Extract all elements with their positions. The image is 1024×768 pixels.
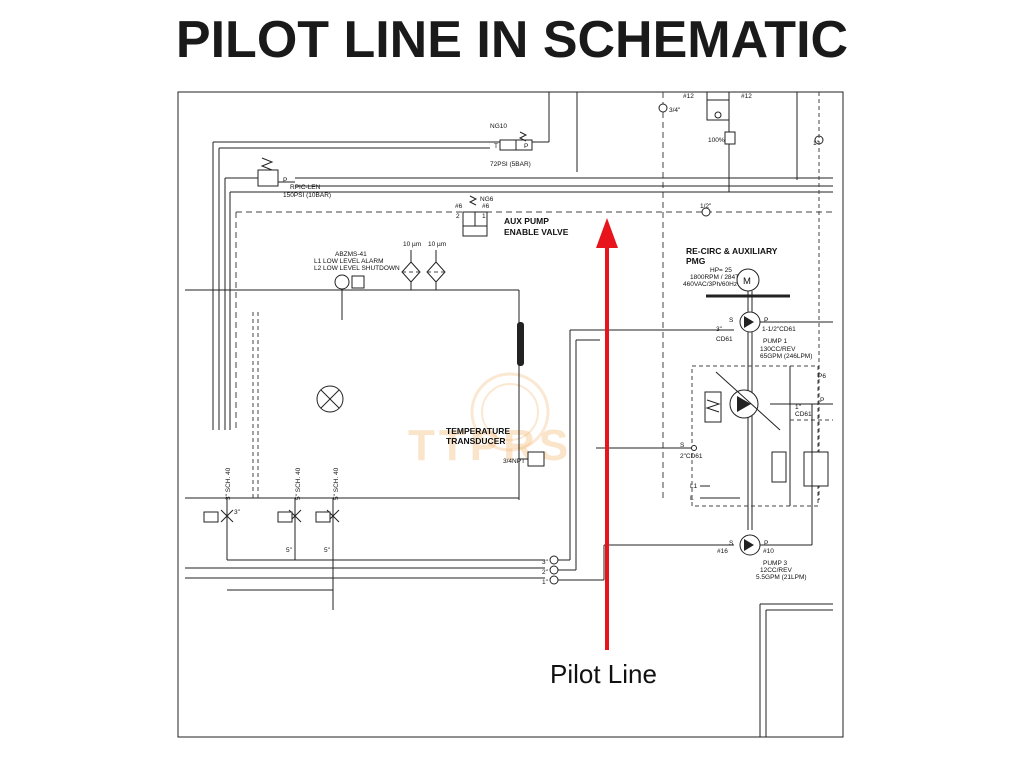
level-switch-group: ABZMS-41 L1 LOW LEVEL ALARM L2 LOW LEVEL… [314, 251, 400, 320]
reservoir-tank: TEMPERATURE TRANSDUCER 3/4NPT [185, 289, 545, 500]
temperature-label: TEMPERATURE [446, 426, 510, 436]
pump3-label: PUMP 3 [763, 560, 787, 567]
horizontal-headers [212, 141, 833, 430]
aux-pump-label: AUX PUMP [504, 216, 549, 226]
l-port: L [690, 495, 694, 502]
l2-shutdown-label: L2 LOW LEVEL SHUTDOWN [314, 265, 400, 272]
p6-port: P6 [818, 373, 826, 380]
mid-cd61: 2"CD61 [680, 453, 703, 460]
filter-group: 10 µm 10 µm [401, 241, 446, 290]
motor-symbol: M [743, 276, 751, 287]
ng6-port-2: 2 [456, 213, 460, 220]
ng10-label: NG10 [490, 123, 507, 130]
motor-hp: HP= 25 [710, 267, 732, 274]
ng10-relief-valve: NG10 T P 72PSI (5BAR) [490, 123, 533, 168]
ng6-port-a: #6 [455, 203, 463, 210]
page-title: PILOT LINE IN SCHEMATIC [175, 11, 849, 69]
rpic-p-port: P [283, 177, 287, 184]
five-inch-label-b: 5" [324, 547, 331, 554]
lower-right-enclosure [759, 603, 833, 737]
one-inch-callout: 1" [813, 140, 820, 147]
hundred-percent-label: 100% [708, 137, 725, 144]
cd61-right: CD61 [795, 411, 812, 418]
rpic-relief-valve: P RPIC-LEN 150PSI (10BAR) [253, 157, 331, 199]
ng10-t-port: T [494, 143, 498, 150]
pilot-line-label: Pilot Line [550, 659, 657, 689]
ng6-port-1: 1 [482, 213, 486, 220]
three-quarter-callout: 3/4" [669, 107, 681, 114]
filter-2-rating: 10 µm [428, 241, 446, 248]
one-inch-right: 1" [795, 404, 802, 411]
motor-voltage: 460VAC/3Ph/60Hz [683, 281, 737, 288]
ng6-solenoid-valve: NG6 #6 #6 2 1 AUX PUMP ENABLE VALVE [455, 195, 569, 237]
npt-label: 3/4NPT [503, 458, 525, 465]
pump3-displacement: 12CC/REV [760, 567, 792, 574]
transducer-label: TRANSDUCER [446, 436, 506, 446]
enable-valve-label: ENABLE VALVE [504, 227, 569, 237]
watermark-logo: TTPRS [408, 372, 568, 470]
l1-port: L1 [690, 483, 698, 490]
right-p-port: P [820, 397, 824, 404]
ng10-p-port: P [524, 143, 528, 150]
port-12-a: #12 [683, 93, 694, 100]
line-size-2: 2" [542, 569, 549, 576]
filter-1-rating: 10 µm [403, 241, 421, 248]
sch40-label-a: 3" SCH. 40 [225, 467, 232, 500]
pump1-p-port: P [764, 317, 768, 324]
half-inch-callout: 1/2" [700, 203, 712, 210]
pump1-label: PUMP 1 [763, 338, 787, 345]
rpic-pressure: 150PSI (10BAR) [283, 192, 331, 199]
pump1-s-port: S [729, 317, 734, 324]
port-12-b: #12 [741, 93, 752, 100]
line-size-3: 3" [542, 559, 549, 566]
three-inch-label: 3" [234, 509, 241, 516]
pump3-port-16: #16 [717, 548, 728, 555]
line-size-1: 1" [542, 579, 549, 586]
rpic-label: RPIC-LEN [290, 184, 321, 191]
pump1-cd61-in: CD61 [716, 336, 733, 343]
pump3-s-port: S [729, 540, 734, 547]
pump1-displacement: 130CC/REV [760, 346, 796, 353]
motor-rpm: 1800RPM / 284T [690, 274, 739, 281]
pump1-flow: 65GPM (246LPM) [760, 353, 812, 360]
abzms-label: ABZMS-41 [335, 251, 367, 258]
pump3-p-port: P [764, 540, 768, 547]
ng6-port-b: #6 [482, 203, 490, 210]
pump1-inlet-size: 3" [716, 326, 723, 333]
recirc-subtitle: PMG [686, 256, 706, 266]
five-inch-label-a: 5" [286, 547, 293, 554]
recirc-title: RE-CIRC & AUXILIARY [686, 246, 778, 256]
pump3-flow: 5.5GPM (21LPM) [756, 574, 807, 581]
sch40-label-c: 5" SCH. 40 [333, 467, 340, 500]
pump3-port-10: #10 [763, 548, 774, 555]
pump1-cd61-out: 1-1/2"CD61 [762, 326, 796, 333]
l1-alarm-label: L1 LOW LEVEL ALARM [314, 258, 384, 265]
suction-valves: 3" SCH. 40 5" SCH. 40 5" SCH. 40 3" 5" 5… [203, 467, 340, 610]
pilot-line-arrow [596, 218, 618, 650]
ng6-label: NG6 [480, 196, 494, 203]
ng10-pressure: 72PSI (5BAR) [490, 161, 531, 168]
mid-s-port: S [680, 442, 685, 449]
pump-motor-group: RE-CIRC & AUXILIARY PMG HP= 25 1800RPM /… [680, 246, 833, 581]
lower-lines: 3" 2" 1" [185, 329, 734, 591]
schematic-frame [177, 91, 844, 738]
line-size-callouts: 1/2" 3/4" 1" #12 #12 100% [658, 92, 824, 500]
vertical-feed-lines [548, 92, 664, 500]
sch40-label-b: 5" SCH. 40 [295, 467, 302, 500]
